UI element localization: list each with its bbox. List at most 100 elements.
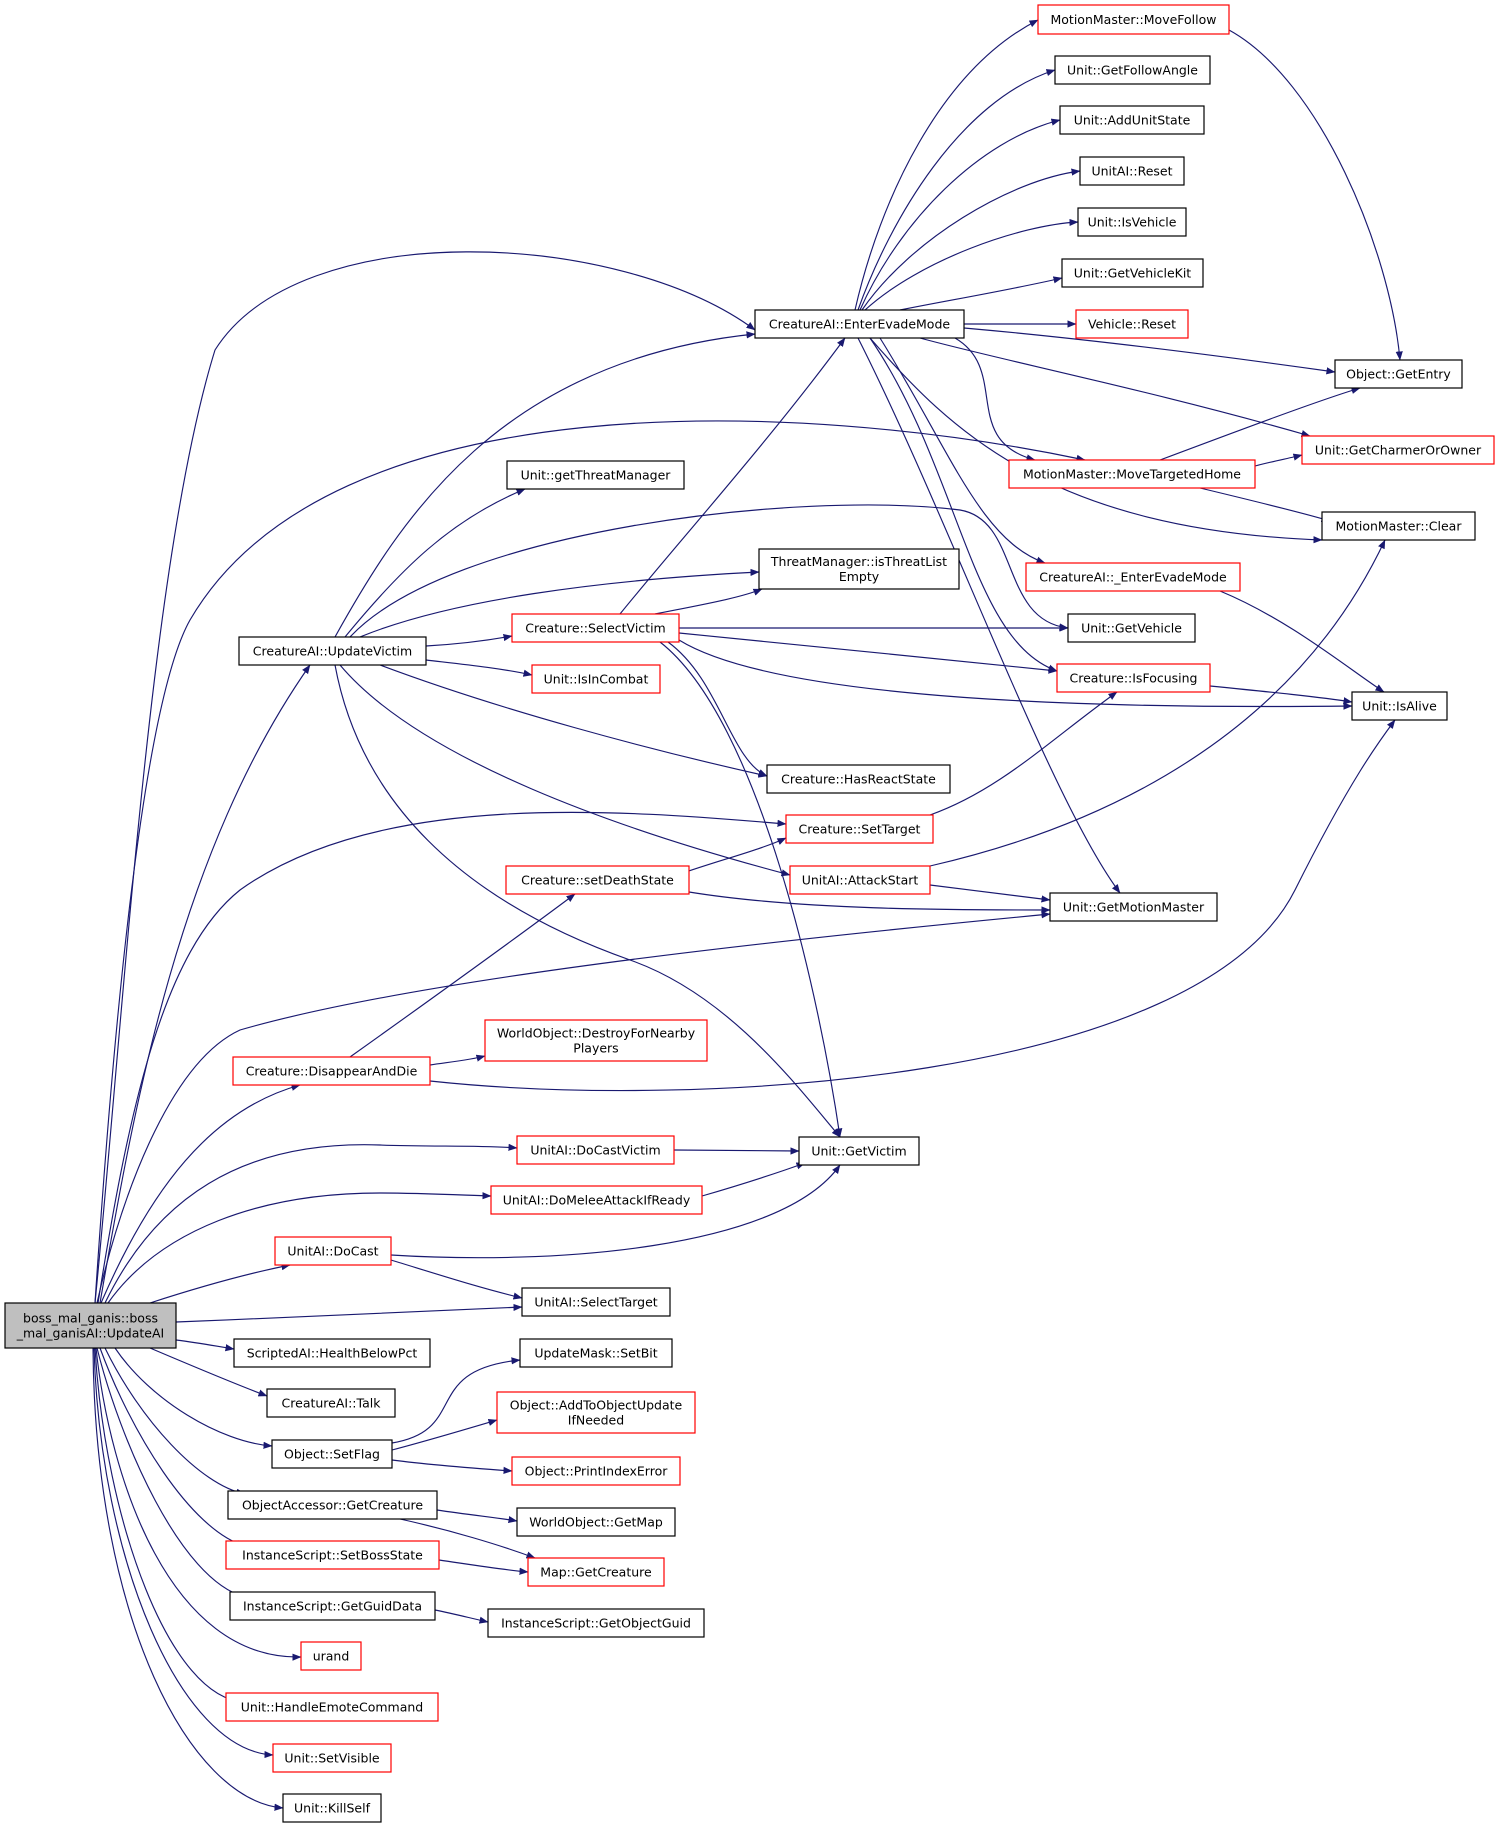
node-box: [1334, 359, 1463, 389]
node-setDeathState[interactable]: Creature::setDeathState: [505, 865, 690, 895]
node-box: [1049, 892, 1218, 922]
node-label: Object::SetFlag: [284, 1447, 380, 1462]
node-label: Unit::GetCharmerOrOwner: [1315, 443, 1482, 458]
node-isFocusing[interactable]: Creature::IsFocusing: [1056, 663, 1211, 693]
node-updateMaskSetBit[interactable]: UpdateMask::SetBit: [519, 1338, 673, 1368]
node-setVisible[interactable]: Unit::SetVisible: [272, 1743, 392, 1773]
edge-enterEvadeMode-to-getMotionMaster: [857, 337, 1121, 894]
edge-getGuidData-to-getObjectGuid: [434, 1609, 489, 1624]
node-updateVictim[interactable]: CreatureAI::UpdateVictim: [238, 636, 427, 666]
edge-root-to-selectTarget: [175, 1303, 523, 1323]
node-mapGetCreature[interactable]: Map::GetCreature: [527, 1557, 665, 1587]
node-box: [274, 1236, 392, 1266]
node-selectVictim[interactable]: Creature::SelectVictim: [511, 613, 680, 643]
node-box: [511, 613, 680, 643]
node-box: [300, 1641, 362, 1671]
edge-attackStart-to-mmClear: [929, 539, 1386, 867]
node-healthBelowPct[interactable]: ScriptedAI::HealthBelowPct: [233, 1338, 431, 1368]
node-label: UnitAI::DoCast: [287, 1244, 378, 1259]
node-urand[interactable]: urand: [300, 1641, 362, 1671]
node-addUnitState[interactable]: Unit::AddUnitState: [1059, 105, 1205, 135]
function-nodes: boss_mal_ganis::boss_mal_ganisAI::Update…: [4, 4, 1495, 1823]
node-hasReactState[interactable]: Creature::HasReactState: [766, 764, 951, 794]
node-box: [4, 1302, 177, 1349]
edge-root-to-disappearAndDie: [100, 1083, 301, 1304]
edge-root-to-setVisible: [93, 1347, 274, 1759]
node-printIndexError[interactable]: Object::PrintIndexError: [511, 1456, 681, 1486]
node-getCharmerOrOwner[interactable]: Unit::GetCharmerOrOwner: [1301, 435, 1495, 465]
node-getMotionMaster[interactable]: Unit::GetMotionMaster: [1049, 892, 1218, 922]
node-label: InstanceScript::SetBossState: [242, 1548, 423, 1563]
node-root[interactable]: boss_mal_ganis::boss_mal_ganisAI::Update…: [4, 1302, 177, 1349]
edge-root-to-doCastVictim: [104, 1143, 518, 1304]
node-getThreatManager[interactable]: Unit::getThreatManager: [506, 460, 685, 490]
edge-setFlag-to-addToObjectUpdate: [391, 1418, 498, 1451]
node-setTarget[interactable]: Creature::SetTarget: [785, 814, 934, 844]
node-getVehicleKit[interactable]: Unit::GetVehicleKit: [1061, 258, 1204, 288]
node-getFollowAngle[interactable]: Unit::GetFollowAngle: [1054, 55, 1211, 85]
node-doCastVictim[interactable]: UnitAI::DoCastVictim: [516, 1135, 675, 1165]
node-enterEvadeMode[interactable]: CreatureAI::EnterEvadeMode: [754, 309, 965, 339]
node-box: [238, 636, 427, 666]
node-box: [521, 1287, 671, 1317]
node-label: Object::PrintIndexError: [525, 1464, 669, 1479]
node-handleEmote[interactable]: Unit::HandleEmoteCommand: [225, 1692, 439, 1722]
node-getMap[interactable]: WorldObject::GetMap: [516, 1507, 676, 1537]
node-getObjectGuid[interactable]: InstanceScript::GetObjectGuid: [487, 1608, 705, 1638]
node-mmClear[interactable]: MotionMaster::Clear: [1321, 511, 1476, 541]
node-getVehicle[interactable]: Unit::GetVehicle: [1067, 613, 1196, 643]
node-box: [1025, 562, 1241, 592]
node-doCast[interactable]: UnitAI::DoCast: [274, 1236, 392, 1266]
node-enterEvadeModeInt[interactable]: CreatureAI::_EnterEvadeMode: [1025, 562, 1241, 592]
node-label: UpdateMask::SetBit: [534, 1346, 657, 1361]
edge-enterEvadeMode-to-moveTargetedHome: [954, 337, 1036, 462]
node-getVictim[interactable]: Unit::GetVictim: [798, 1136, 920, 1166]
edge-isFocusing-to-isAlive: [1209, 685, 1353, 705]
node-talk[interactable]: CreatureAI::Talk: [266, 1388, 396, 1418]
edge-disappearAndDie-to-destroyForNearby: [429, 1054, 486, 1066]
node-label: Unit::IsVehicle: [1088, 215, 1177, 230]
node-label: Unit::IsInCombat: [544, 672, 649, 687]
edge-updateVictim-to-getThreatManager: [344, 488, 526, 638]
edge-updateVictim-to-isThreatListEmpty: [359, 568, 760, 638]
edge-enterEvadeMode-to-enterEvadeModeInt: [879, 337, 1046, 564]
node-setBossState[interactable]: InstanceScript::SetBossState: [225, 1540, 440, 1570]
edge-updateVictim-to-attackStart: [339, 664, 791, 877]
edge-enterEvadeMode-to-unitAIReset: [861, 168, 1081, 311]
node-label: Unit::getThreatManager: [521, 468, 672, 483]
node-box: [1037, 4, 1230, 35]
node-getGuidData[interactable]: InstanceScript::GetGuidData: [229, 1591, 436, 1621]
node-killSelf[interactable]: Unit::KillSelf: [282, 1793, 382, 1823]
node-unitAIReset[interactable]: UnitAI::Reset: [1079, 156, 1185, 186]
edge-selectVictim-to-getVictim: [659, 641, 843, 1138]
node-selectTarget[interactable]: UnitAI::SelectTarget: [521, 1287, 671, 1317]
edge-setFlag-to-updateMaskSetBit: [391, 1357, 521, 1444]
node-label: Unit::GetVehicleKit: [1074, 266, 1192, 281]
node-attackStart[interactable]: UnitAI::AttackStart: [789, 865, 931, 895]
edge-setTarget-to-isFocusing: [929, 691, 1118, 816]
node-box: [516, 1507, 676, 1537]
edge-enterEvadeMode-to-getEntry: [963, 327, 1336, 375]
node-label: Players: [573, 1041, 618, 1056]
node-oaGetCreature[interactable]: ObjectAccessor::GetCreature: [227, 1490, 438, 1520]
node-isInCombat[interactable]: Unit::IsInCombat: [531, 664, 661, 694]
node-moveTargetedHome[interactable]: MotionMaster::MoveTargetedHome: [1008, 459, 1256, 489]
edge-updateVictim-to-enterEvadeMode: [334, 331, 756, 638]
node-label: MotionMaster::Clear: [1336, 519, 1463, 534]
node-label: Unit::GetMotionMaster: [1063, 900, 1205, 915]
node-getEntry[interactable]: Object::GetEntry: [1334, 359, 1463, 389]
node-disappearAndDie[interactable]: Creature::DisappearAndDie: [232, 1056, 431, 1086]
node-isAlive[interactable]: Unit::IsAlive: [1351, 691, 1448, 721]
node-box: [519, 1338, 673, 1368]
node-vehicleReset[interactable]: Vehicle::Reset: [1075, 309, 1189, 339]
node-label: CreatureAI::_EnterEvadeMode: [1039, 570, 1227, 585]
edge-setFlag-to-printIndexError: [391, 1459, 513, 1474]
node-doMelee[interactable]: UnitAI::DoMeleeAttackIfReady: [490, 1185, 703, 1215]
edge-moveTargetedHome-to-getEntry: [1159, 387, 1361, 461]
node-setFlag[interactable]: Object::SetFlag: [271, 1439, 393, 1469]
node-isVehicle[interactable]: Unit::IsVehicle: [1077, 207, 1187, 237]
node-moveFollow[interactable]: MotionMaster::MoveFollow: [1037, 4, 1230, 35]
